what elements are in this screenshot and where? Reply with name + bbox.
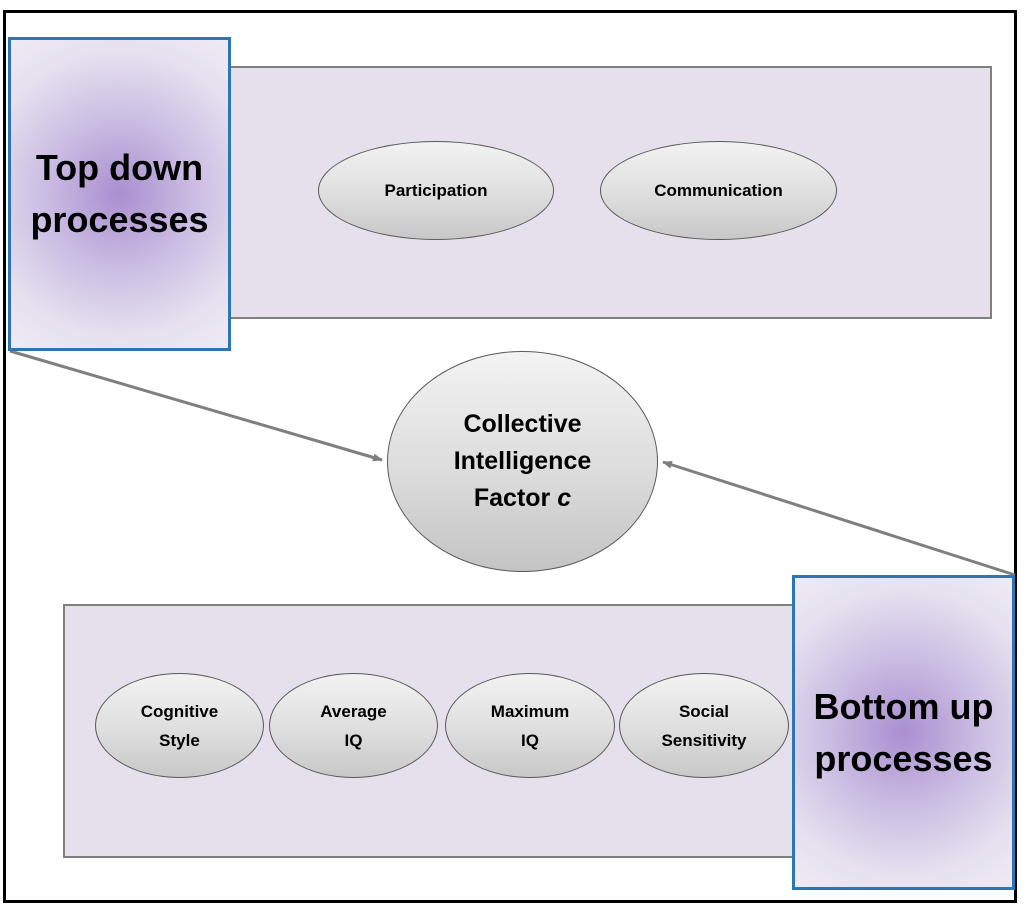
average-iq-label: Average IQ [320,701,387,750]
cognitive-style-node: Cognitive Style [95,673,264,778]
communication-label: Communication [654,181,783,200]
participation-node: Participation [318,141,554,240]
maximum-iq-node: Maximum IQ [445,673,615,778]
bottom-up-processes-box: Bottom up processes [792,575,1015,890]
center-line-1: Collective [463,410,582,438]
collective-intelligence-node: Collective Intelligence Factor c [387,351,658,572]
maximum-iq-label: Maximum IQ [490,701,570,750]
center-line-2: Intelligence [453,447,592,475]
collective-intelligence-label: Collective Intelligence Factor c [454,406,592,517]
social-sensitivity-node: Social Sensitivity [619,673,789,778]
bottom-up-processes-label: Bottom up processes [813,685,994,779]
social-sensitivity-label: Social Sensitivity [661,701,747,750]
center-line-3-italic: c [557,484,572,512]
center-line-3-prefix: Factor [473,484,558,512]
communication-node: Communication [600,141,837,240]
average-iq-node: Average IQ [269,673,438,778]
center-line-3: Factor c [454,480,592,517]
top-down-processes-label: Top down processes [30,147,209,240]
cognitive-style-label: Cognitive Style [140,701,219,750]
participation-label: Participation [384,181,488,200]
top-down-processes-box: Top down processes [8,37,231,351]
